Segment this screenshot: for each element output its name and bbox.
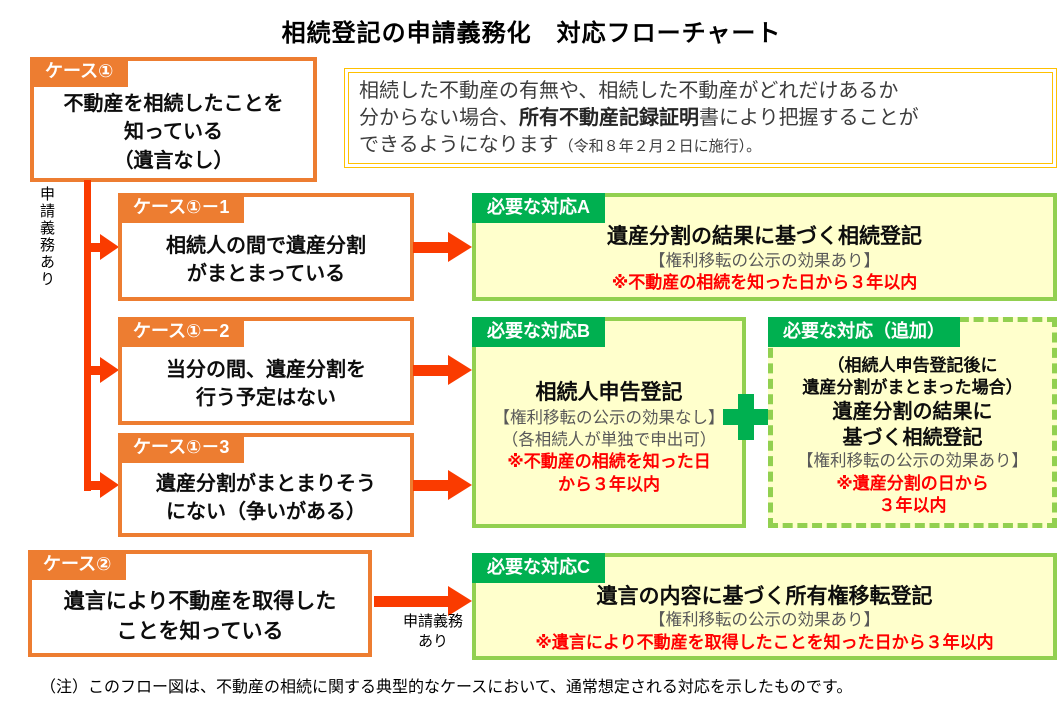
flow-arrow-c [374,586,472,616]
action-b-note-1: 【権利移転の公示の効果なし】 [493,409,725,428]
case-2-line-1: 遺言により不動産を取得した [63,589,337,613]
arrow-head-icon [448,232,472,262]
action-b-deadline-1: ※不動産の相続を知った日 [507,452,711,472]
info-line-3: できるようになります（令和８年２月２日に施行）。 [359,132,1042,159]
action-a-note: 【権利移転の公示の効果あり】 [649,251,880,270]
case-1-2-line-1: 当分の間、遺産分割を [166,358,366,381]
action-a-deadline: ※不動産の相続を知った日から３年以内 [611,273,918,293]
action-c-box: 必要な対応C 遺言の内容に基づく所有権移転登記 【権利移転の公示の効果あり】 ※… [472,553,1057,660]
case-1-1-line-1: 相続人の間で遺産分割 [166,234,366,257]
flow-arrow-a [413,232,472,262]
page-title: 相続登記の申請義務化 対応フローチャート [281,20,782,47]
action-b-box: 必要な対応B 相続人申告登記 【権利移転の公示の効果なし】 （各相続人が単独で申… [472,317,746,528]
action-c-tab: 必要な対応C [472,553,605,583]
action-additional-note: 【権利移転の公示の効果あり】 [797,452,1028,471]
case-2-tab: ケース② [28,550,127,580]
case-1-3-tab: ケース①－3 [118,433,245,463]
case-2-obligation-line-2: あり [417,633,448,651]
action-additional-title-1: 遺産分割の結果に [832,401,993,424]
action-additional-cond-2: 遺産分割がまとまった場合） [802,378,1023,398]
case-1-line-3: （遺言なし） [113,149,234,172]
arrow-head-icon [448,470,472,500]
info-line-3-small: （令和８年２月２日に施行）。 [558,137,762,155]
footer-note: （注）このフロー図は、不動産の相続に関する典型的なケースにおいて、通常想定される… [40,679,853,696]
action-a-tab: 必要な対応A [472,193,605,223]
action-additional-deadline-2: ３年以内 [878,496,947,516]
arrow-head-icon [100,357,119,383]
case-1-3-line-2: にない（争いがある） [166,501,366,523]
action-b-title: 相続人申告登記 [535,380,683,404]
case-1-box: ケース① 不動産を相続したことを 知っている （遺言なし） [30,57,317,182]
action-additional-cond-1: （相続人申告登記後に [827,356,998,376]
case-1-tab: ケース① [30,57,129,87]
arrow-head-icon [448,355,472,385]
action-additional-deadline-1: ※遺産分割の日から [836,473,989,493]
action-c-deadline: ※遺言により不動産を取得したことを知った日から３年以内 [535,632,994,652]
info-line-1: 相続した不動産の有無や、相続した不動産がどれだけあるか [359,80,899,102]
case-1-3-box: ケース①－3 遺産分割がまとまりそう にない（争いがある） [118,433,414,537]
arrow-head-icon [100,234,119,260]
arrow-head-icon [448,586,472,616]
case-1-2-box: ケース①－2 当分の間、遺産分割を 行う予定はない [118,317,414,425]
case-1-1-tab: ケース①－1 [118,193,245,223]
obligation-vertical-label: 申請義務あり [38,186,55,288]
case-1-2-line-2: 行う予定はない [196,387,336,409]
action-a-box: 必要な対応A 遺産分割の結果に基づく相続登記 【権利移転の公示の効果あり】 ※不… [472,193,1057,301]
case-1-2-tab: ケース①－2 [118,317,245,347]
case-1-3-line-1: 遺産分割がまとまりそう [156,472,376,495]
action-a-title: 遺産分割の結果に基づく相続登記 [607,225,922,249]
arrow-head-icon [100,472,119,498]
branch-arrow-2 [86,357,119,383]
case-2-box: ケース② 遺言により不動産を取得した ことを知っている [28,550,372,657]
case-2-obligation-line-1: 申請義務 [402,613,463,630]
arrow-shaft [413,241,448,253]
info-line-2-bold: 所有不動産記録証明 [519,106,699,129]
action-additional-title-2: 基づく相続登記 [842,427,983,450]
info-line-3-normal: できるようになります [359,133,559,156]
plus-icon [723,394,769,440]
arrow-shaft [86,242,100,252]
arrow-shaft [374,595,448,607]
info-line-2: 分からない場合、所有不動産記録証明書により把握することが [359,105,1042,132]
action-c-title: 遺言の内容に基づく所有権移転登記 [596,584,933,608]
action-c-note: 【権利移転の公示の効果あり】 [649,611,880,630]
action-b-deadline-2: から３年以内 [558,474,660,494]
case-2-line-2: ことを知っている [116,619,284,643]
certificate-info-box: 相続した不動産の有無や、相続した不動産がどれだけあるか 分からない場合、所有不動… [344,68,1057,168]
action-additional-tab: 必要な対応（追加） [768,317,960,347]
branch-arrow-1 [86,234,119,260]
info-line-2-normal: 分からない場合、 [359,106,519,129]
case-1-1-box: ケース①－1 相続人の間で遺産分割 がまとまっている [118,193,414,301]
branch-arrow-3 [86,472,119,498]
branch-vertical-line [84,180,91,491]
action-additional-box: 必要な対応（追加） （相続人申告登記後に 遺産分割がまとまった場合） 遺産分割の… [768,317,1057,528]
arrow-shaft [86,480,100,490]
flow-arrow-b2 [413,470,472,500]
arrow-shaft [86,365,100,375]
case-1-line-1: 不動産を相続したことを [63,92,284,115]
action-b-note-2: （各相続人が単独で申出可） [501,430,717,449]
arrow-shaft [413,479,448,491]
arrow-shaft [413,364,448,376]
flow-arrow-b [413,355,472,385]
info-line-2-after: 書により把握することが [699,106,919,129]
action-b-tab: 必要な対応B [472,317,605,347]
case-1-line-2: 知っている [124,121,223,144]
case-1-1-line-2: がまとまっている [186,263,346,285]
case-2-obligation-label: 申請義務 あり [383,612,483,653]
